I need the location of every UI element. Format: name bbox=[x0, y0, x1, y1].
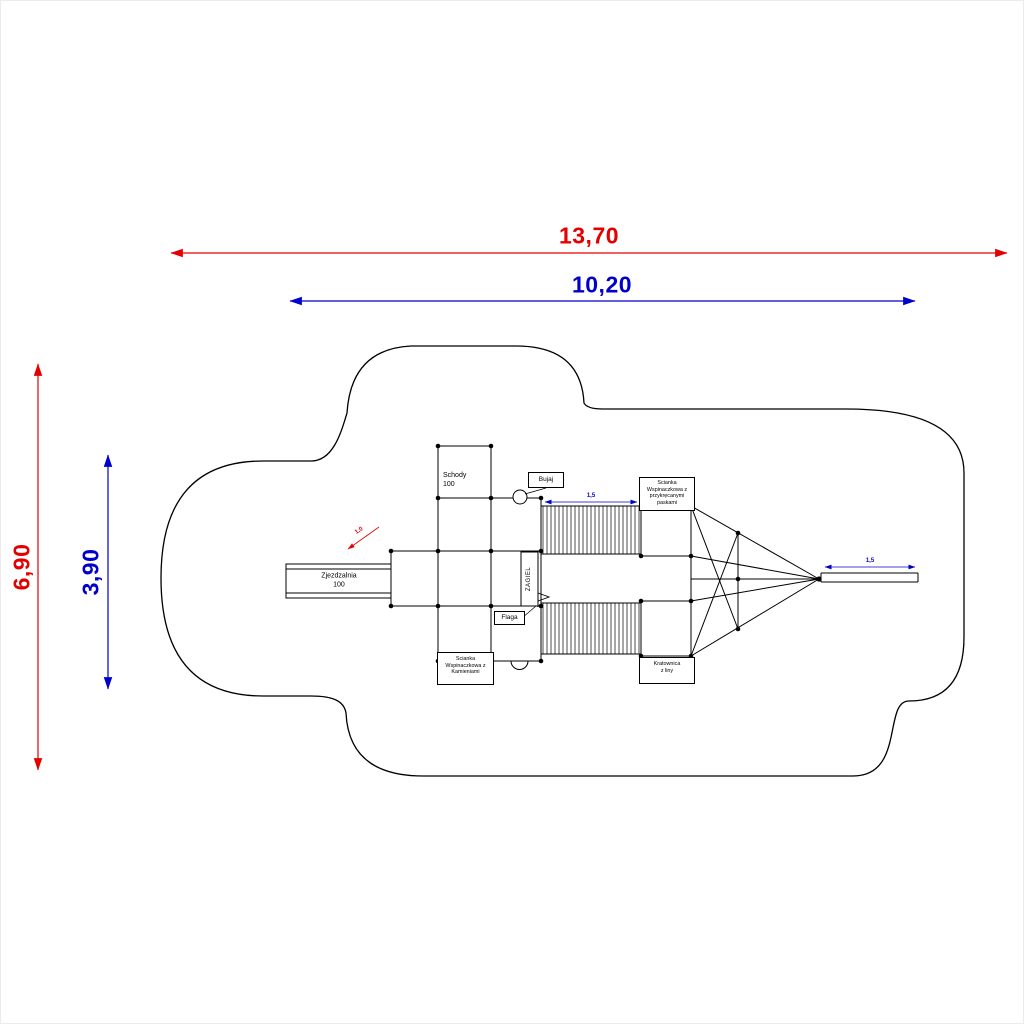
zagiel-rect bbox=[520, 551, 539, 607]
dim-bridge-width-label: 1,5 bbox=[586, 493, 596, 499]
climbing-wall-straps-label-box: Scianka Wspinaczkowa z przykręcanymi pas… bbox=[639, 477, 695, 511]
slide-note-arrow bbox=[347, 526, 380, 550]
bridge-top-hatch bbox=[540, 505, 642, 555]
right-platforms bbox=[640, 505, 692, 657]
dim-total-height-label: 6,90 bbox=[8, 543, 35, 591]
rope-bridges bbox=[540, 505, 642, 655]
balance-beam bbox=[820, 572, 919, 583]
flag-symbol bbox=[537, 592, 551, 607]
dim-inner-width-label: 10,20 bbox=[571, 271, 633, 298]
bujaj-circle bbox=[512, 489, 528, 505]
dimension-lines bbox=[33, 248, 1008, 771]
dim-inner-height-label: 3,90 bbox=[77, 548, 104, 596]
climbing-wall-stones-label-box: Scianka Wspinaczkowa z Kamieniami bbox=[437, 652, 494, 685]
bujaj-leader bbox=[524, 487, 547, 495]
bridge-bottom-hatch bbox=[540, 602, 642, 655]
dim-total-width-label: 13,70 bbox=[558, 222, 620, 249]
bujaj-label-box: Bujaj bbox=[528, 472, 564, 488]
rope-triangle-net bbox=[690, 505, 821, 657]
dim-beam-length-label: 1,5 bbox=[865, 558, 875, 564]
rope-truss-label-box: Kratownica z liny bbox=[639, 657, 695, 684]
stairs-label: Schody 100 bbox=[443, 472, 467, 489]
safety-zone-outline bbox=[160, 345, 965, 777]
stairs-rect bbox=[437, 445, 492, 499]
zagiel-label: ZAGIEL bbox=[526, 566, 532, 592]
flaga-label-box: Flaga bbox=[494, 611, 525, 625]
slide-rect bbox=[285, 563, 392, 599]
slide-structure bbox=[285, 563, 392, 599]
bottom-half-circle bbox=[510, 660, 529, 670]
slide-label: Zjezdzalnia 100 bbox=[321, 572, 357, 589]
